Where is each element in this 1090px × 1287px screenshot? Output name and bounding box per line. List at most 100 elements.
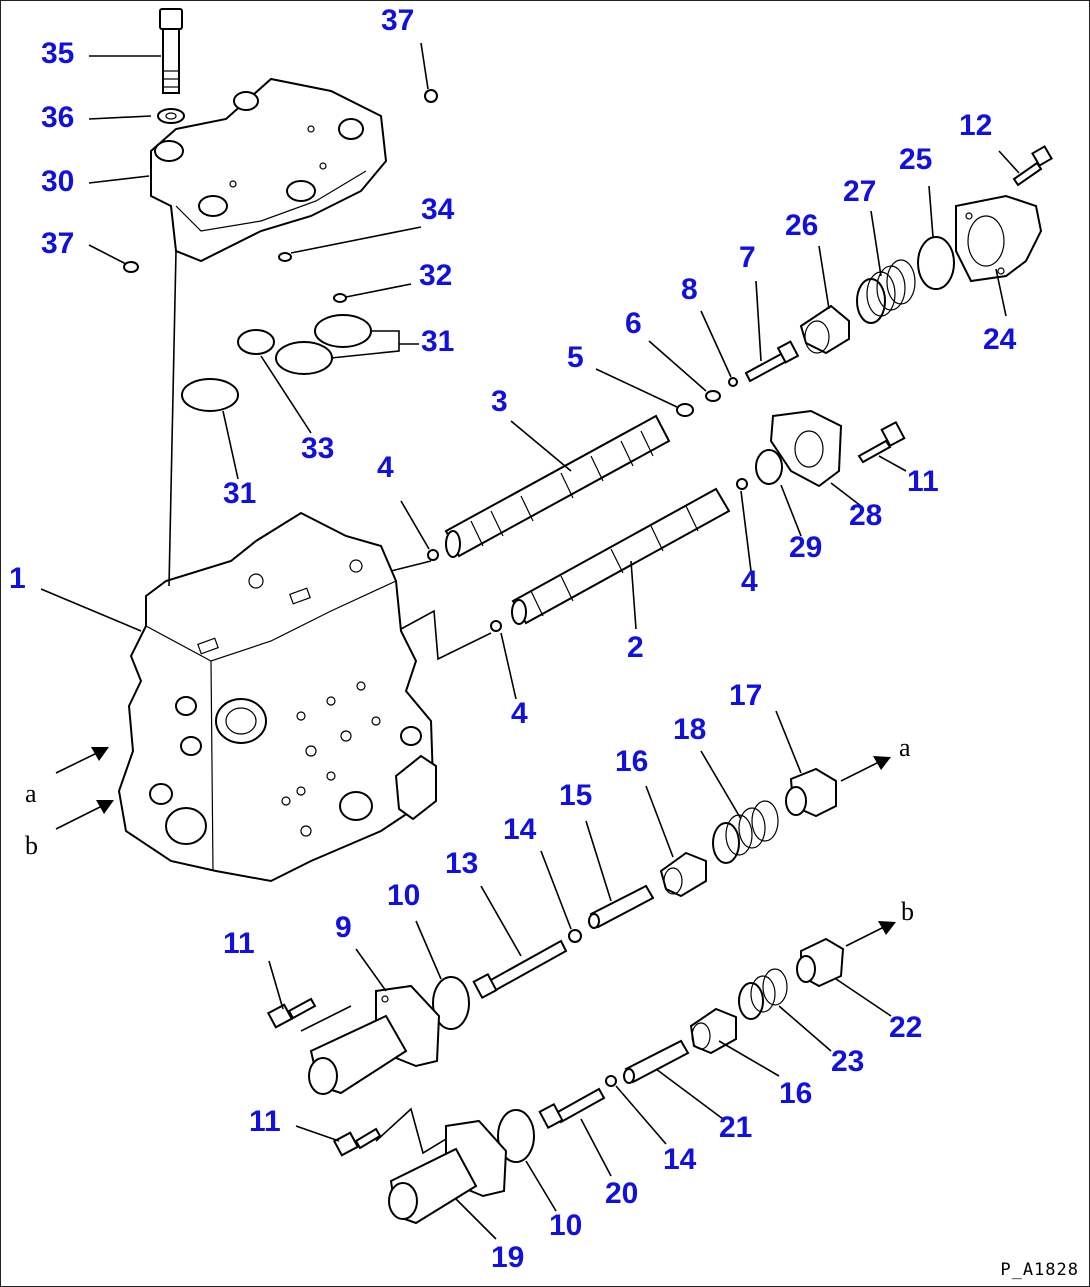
part-25-oring <box>917 236 955 290</box>
part-label-21: 21 <box>719 1111 753 1144</box>
part-label-11-lower: 11 <box>249 1105 281 1138</box>
part-27-spring <box>856 259 916 324</box>
part-31-oring-b <box>275 341 333 375</box>
part-4-plug-c <box>736 478 748 490</box>
part-4-plug-b <box>490 620 502 632</box>
part-label-12: 12 <box>959 109 993 142</box>
part-23-spring <box>738 968 788 1020</box>
part-label-33: 33 <box>301 432 335 465</box>
part-label-11-upper: 11 <box>907 465 939 498</box>
part-label-37-left: 37 <box>41 227 75 260</box>
part-2-spool <box>511 487 731 625</box>
part-4-plug-a <box>427 549 439 561</box>
part-label-28: 28 <box>849 499 883 532</box>
part-31-oring-a <box>314 314 372 348</box>
part-14-washer-lower <box>605 1075 617 1087</box>
part-7-bolt <box>744 340 800 383</box>
port-label-a-left: a <box>25 779 37 808</box>
part-11-bolt-middle <box>266 997 317 1029</box>
part-9-cover <box>308 984 441 1095</box>
part-label-8: 8 <box>681 273 698 306</box>
part-label-14-upper: 14 <box>503 813 537 846</box>
part-label-22: 22 <box>889 1011 923 1044</box>
part-1-valve-body <box>117 511 437 883</box>
part-8-ring <box>728 377 738 387</box>
part-16-sleeve-lower <box>689 1007 737 1055</box>
part-19-cover <box>388 1119 508 1225</box>
part-label-14-lower: 14 <box>663 1143 697 1176</box>
part-22-plug <box>796 937 845 988</box>
drawing-code: P_A1828 <box>1000 1260 1079 1280</box>
part-15-piston <box>588 884 655 929</box>
part-label-5: 5 <box>567 341 584 374</box>
part-label-19: 19 <box>491 1241 525 1274</box>
part-label-31-left: 31 <box>223 477 257 510</box>
part-label-18: 18 <box>673 713 707 746</box>
part-label-1: 1 <box>9 562 26 595</box>
part-26-sleeve <box>799 304 850 355</box>
part-label-26: 26 <box>785 209 819 242</box>
part-34-oring <box>278 252 292 262</box>
part-11-bolt-upper <box>857 420 906 464</box>
part-label-6: 6 <box>625 307 642 340</box>
part-label-16-lower: 16 <box>779 1077 813 1110</box>
part-28-cover <box>769 409 843 488</box>
part-label-2: 2 <box>627 631 644 664</box>
part-label-29: 29 <box>789 531 823 564</box>
part-label-30: 30 <box>41 165 75 198</box>
part-21-piston <box>623 1039 690 1084</box>
part-label-4-lower: 4 <box>511 697 528 730</box>
part-36-washer <box>157 108 185 124</box>
part-label-27: 27 <box>843 175 877 208</box>
part-label-10-lower: 10 <box>549 1209 583 1242</box>
part-14-washer-upper <box>568 929 582 943</box>
part-label-37-top: 37 <box>381 4 415 37</box>
flow-arrows <box>55 747 896 947</box>
part-37-plug-top <box>424 89 438 103</box>
part-label-15: 15 <box>559 779 593 812</box>
part-label-17: 17 <box>729 679 763 712</box>
part-label-13: 13 <box>445 847 479 880</box>
part-35-bolt <box>159 8 183 94</box>
part-label-9: 9 <box>335 911 352 944</box>
part-10-oring-upper <box>432 976 470 1030</box>
part-11-bolt-lower <box>332 1127 382 1157</box>
part-13-bolt <box>472 939 568 1000</box>
part-31-oring-c <box>181 378 239 412</box>
part-label-16-upper: 16 <box>615 745 649 778</box>
part-20-bolt <box>538 1087 606 1130</box>
part-5-piston <box>676 403 694 417</box>
part-label-20: 20 <box>605 1177 639 1210</box>
part-label-10-upper: 10 <box>387 879 421 912</box>
part-18-spring <box>712 800 779 864</box>
part-label-4-right: 4 <box>741 565 758 598</box>
part-24-cover <box>955 194 1043 283</box>
port-label-b-left: b <box>25 831 38 860</box>
port-label-a-right: a <box>899 733 911 762</box>
part-label-32: 32 <box>419 259 453 292</box>
leader-lines <box>40 42 1020 1240</box>
part-17-plug <box>785 767 837 818</box>
part-16-sleeve-upper <box>659 851 707 898</box>
part-12-bolt <box>1012 145 1053 187</box>
part-label-25: 25 <box>899 143 933 176</box>
part-37-plug-left <box>123 261 139 273</box>
part-3-spool <box>444 414 671 558</box>
part-30-cover <box>150 77 388 263</box>
part-label-36: 36 <box>41 101 75 134</box>
part-label-31-right: 31 <box>421 325 455 358</box>
part-label-34: 34 <box>421 193 455 226</box>
part-29-oring <box>755 449 783 485</box>
part-label-35: 35 <box>41 37 75 70</box>
part-label-3: 3 <box>491 385 508 418</box>
part-label-4-upper: 4 <box>377 451 394 484</box>
part-6-spring <box>705 390 721 402</box>
part-label-11-middle: 11 <box>223 927 255 960</box>
port-label-b-right: b <box>901 897 914 926</box>
part-label-24: 24 <box>983 323 1017 356</box>
part-10-oring-lower <box>497 1109 535 1163</box>
part-label-7: 7 <box>739 241 756 274</box>
part-32-oring <box>333 293 347 303</box>
